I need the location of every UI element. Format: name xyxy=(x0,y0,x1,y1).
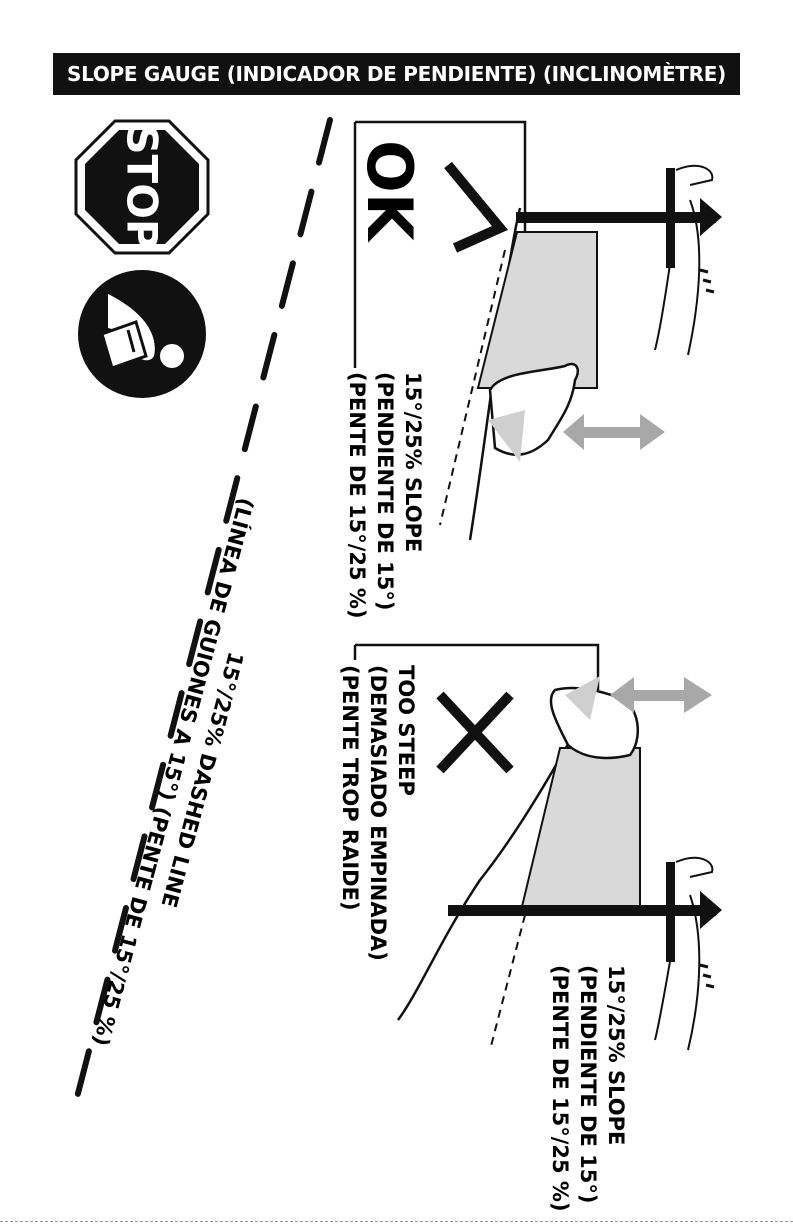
read-manual-icon xyxy=(78,270,206,398)
ok-slope-line-2: (PENDIENTE DE 15°) xyxy=(371,372,399,619)
stop-sign-icon: STOP xyxy=(76,121,208,253)
steep-verdict-line-1: TOO STEEP xyxy=(392,665,420,961)
steep-handle-bar xyxy=(448,905,716,916)
ok-slope-line-1: 15°/25% SLOPE xyxy=(399,372,427,619)
x-mark-icon xyxy=(440,695,510,770)
ok-slope-line-3: (PENTE DE 15°/25 %) xyxy=(343,372,371,619)
steep-verdict-line-2: (DEMASIADO EMPINADA) xyxy=(364,665,392,961)
stop-sign-text: STOP xyxy=(118,124,167,249)
ok-gauge-card xyxy=(478,232,597,388)
steep-verdict: TOO STEEP (DEMASIADO EMPINADA) (PENTE TR… xyxy=(336,665,420,961)
steep-slope-line-2: (PENDIENTE DE 15°) xyxy=(574,965,602,1212)
ok-move-arrow xyxy=(563,414,665,450)
cut-line xyxy=(0,1221,793,1222)
steep-gauge-card xyxy=(520,748,640,915)
ok-verdict: OK xyxy=(358,140,420,241)
ok-handle-bar xyxy=(516,212,716,223)
steep-slope-line-3: (PENTE DE 15°/25 %) xyxy=(546,965,574,1212)
steep-verdict-line-3: (PENTE TROP RAIDE) xyxy=(336,665,364,961)
steep-slope-label: 15°/25% SLOPE (PENDIENTE DE 15°) (PENTE … xyxy=(546,965,630,1212)
ok-slope-label: 15°/25% SLOPE (PENDIENTE DE 15°) (PENTE … xyxy=(343,372,427,619)
steep-slope-line-1: 15°/25% SLOPE xyxy=(602,965,630,1212)
check-mark-icon xyxy=(448,165,500,248)
